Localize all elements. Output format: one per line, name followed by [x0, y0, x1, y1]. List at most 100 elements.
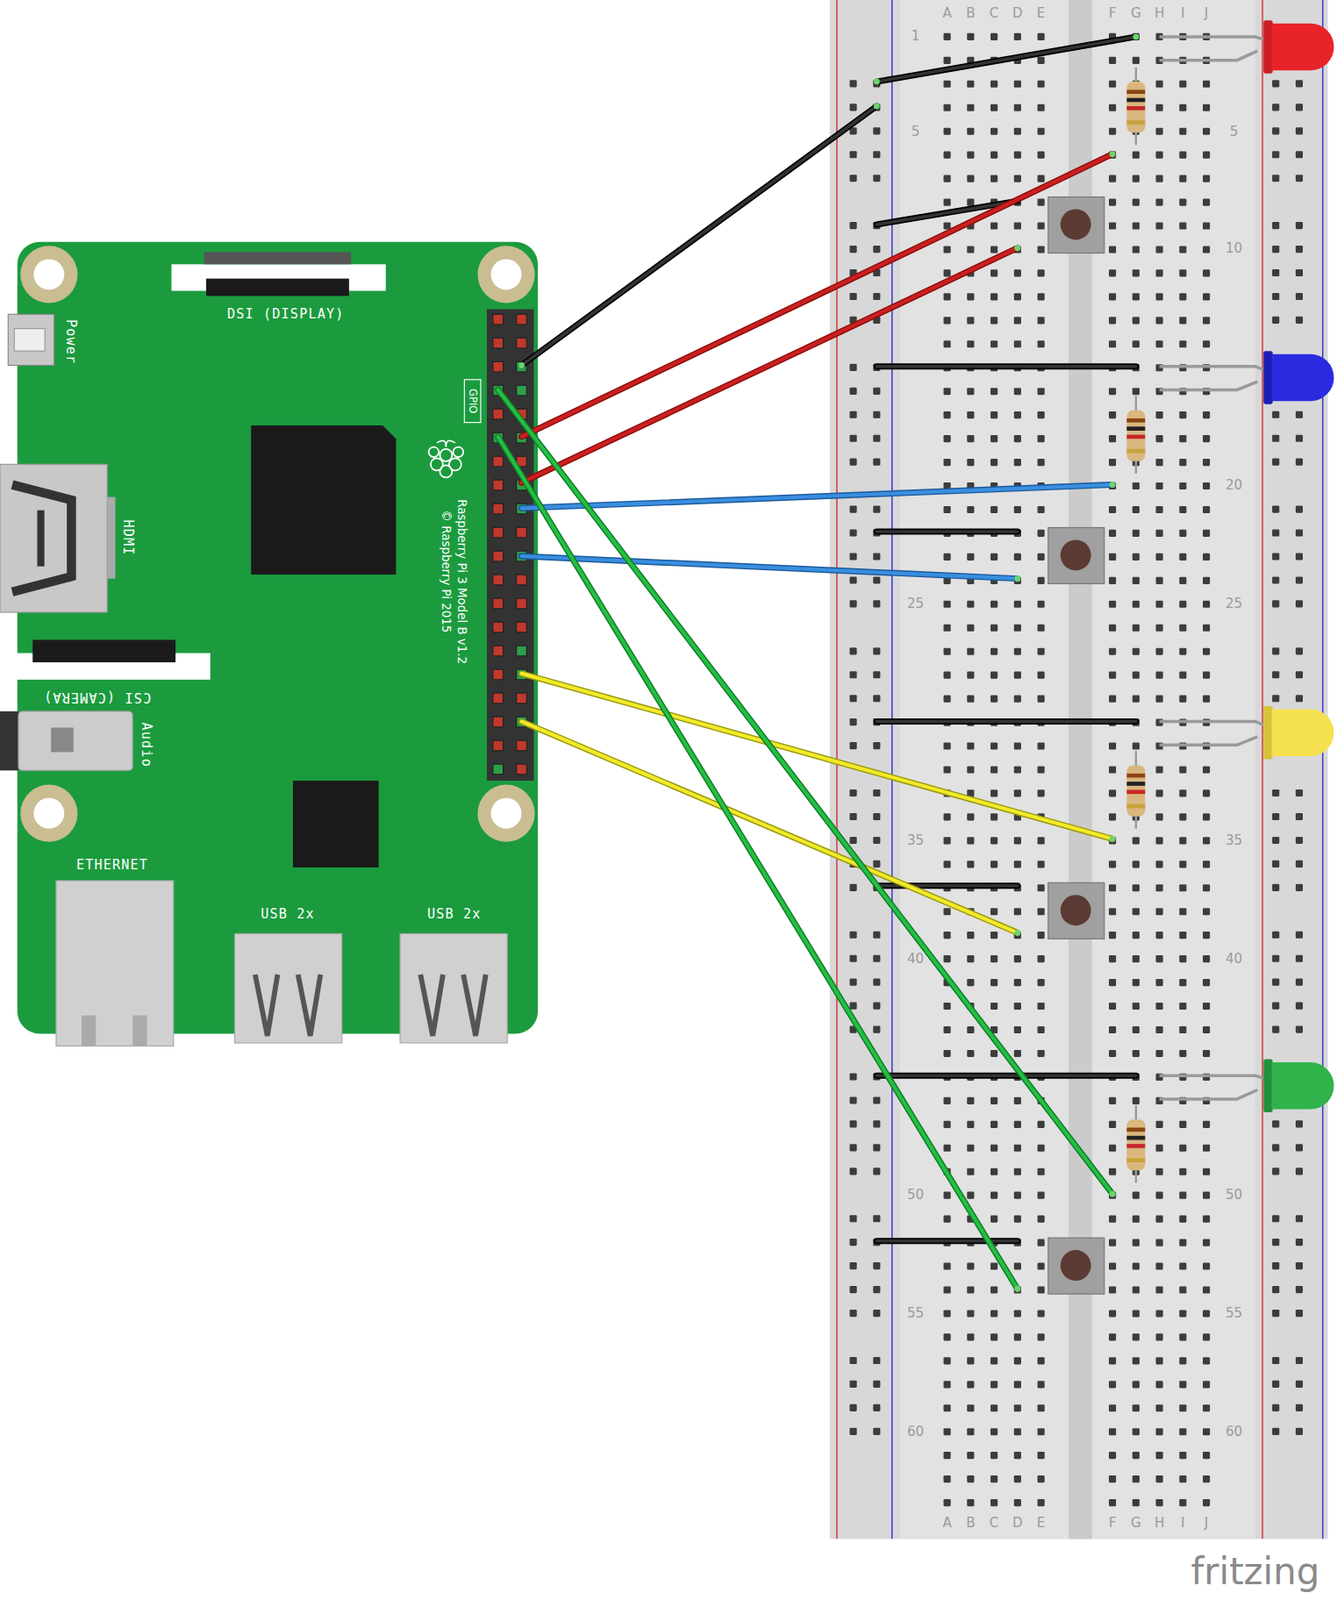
breadboard-hole — [1179, 529, 1187, 537]
rail-hole — [1272, 955, 1280, 963]
rail-hole — [849, 1002, 857, 1010]
rail-hole — [1295, 1428, 1303, 1436]
breadboard-hole — [1014, 1309, 1022, 1317]
breadboard-hole — [1108, 1333, 1116, 1341]
usb-port — [235, 933, 508, 1043]
breadboard-hole — [1179, 340, 1187, 348]
row-number: 25 — [1225, 596, 1243, 612]
rail-hole — [1295, 435, 1303, 443]
breadboard-hole — [1202, 458, 1210, 466]
breadboard-hole — [1132, 1428, 1140, 1436]
breadboard-hole — [1156, 577, 1164, 585]
breadboard-hole — [966, 1026, 974, 1034]
breadboard-hole — [1108, 1309, 1116, 1317]
breadboard-hole — [943, 1097, 951, 1105]
rail-hole — [849, 836, 857, 844]
ethernet-port — [132, 1015, 147, 1047]
breadboard-hole — [1014, 1026, 1022, 1034]
led — [1272, 354, 1335, 402]
wire-end — [1014, 575, 1021, 582]
breadboard-holes — [849, 33, 1303, 1507]
rail-hole — [849, 718, 857, 726]
rail-hole — [1295, 1357, 1303, 1365]
gpio-pin — [493, 503, 504, 515]
breadboard-hole — [1156, 458, 1164, 466]
wire — [876, 720, 1136, 723]
breadboard-hole — [1179, 198, 1187, 206]
rail-hole — [872, 671, 880, 679]
breadboard-hole — [966, 765, 974, 773]
rail-hole — [1295, 860, 1303, 868]
header-label: GPIO — [466, 388, 479, 415]
breadboard-hole — [1179, 245, 1187, 253]
breadboard-hole — [966, 1333, 974, 1341]
breadboard-hole — [1202, 1144, 1210, 1152]
breadboard-hole — [943, 269, 951, 277]
rail-hole — [1295, 789, 1303, 797]
breadboard-hole — [1156, 175, 1164, 183]
rail-hole — [872, 647, 880, 655]
rail-hole — [872, 435, 880, 443]
breadboard-hole — [1132, 908, 1140, 916]
wire — [498, 436, 1018, 1289]
breadboard-hole — [1132, 198, 1140, 206]
csi-connector — [14, 639, 210, 680]
breadboard-hole — [943, 695, 951, 703]
led-leg — [1159, 366, 1268, 372]
connector-label: DSI (DISPLAY) — [227, 307, 344, 322]
breadboard-hole — [966, 1357, 974, 1365]
breadboard-hole — [1037, 1309, 1045, 1317]
breadboard-hole — [1037, 1002, 1045, 1010]
gpio-pin — [493, 693, 504, 704]
breadboard-hole — [1156, 1050, 1164, 1058]
raspberry-logo — [439, 449, 452, 462]
breadboard-hole — [1156, 789, 1164, 797]
breadboard-hole — [1202, 813, 1210, 821]
breadboard-hole — [1202, 648, 1210, 656]
breadboard-hole — [1179, 648, 1187, 656]
breadboard-hole — [1014, 1451, 1022, 1459]
column-letter: F — [1108, 6, 1117, 22]
rail-hole — [849, 221, 857, 229]
breadboard-hole — [943, 506, 951, 514]
breadboard-hole — [1179, 1168, 1187, 1176]
rail-hole — [1272, 245, 1280, 253]
column-letter: G — [1130, 1516, 1142, 1532]
breadboard-hole — [966, 931, 974, 939]
breadboard-hole — [1037, 1286, 1045, 1294]
breadboard-hole — [943, 600, 951, 608]
rail-hole — [849, 1215, 857, 1223]
breadboard-hole — [943, 1451, 951, 1459]
breadboard-hole — [943, 1002, 951, 1010]
breadboard-hole — [966, 1309, 974, 1317]
push-button — [1048, 197, 1105, 1295]
breadboard-hole — [1014, 1428, 1022, 1436]
breadboard-hole — [990, 600, 998, 608]
breadboard-hole — [1014, 221, 1022, 229]
resistor — [1126, 410, 1145, 462]
rail-hole — [872, 694, 880, 702]
breadboard-hole — [1179, 765, 1187, 773]
rail-hole — [1272, 979, 1280, 987]
breadboard-hole — [1202, 293, 1210, 301]
rail-hole — [1272, 671, 1280, 679]
breadboard-hole — [1037, 411, 1045, 419]
breadboard-hole — [1108, 860, 1116, 868]
breadboard-hole — [1132, 57, 1140, 65]
breadboard-hole — [1132, 1097, 1140, 1105]
breadboard-hole — [966, 624, 974, 632]
breadboard-hole — [1014, 860, 1022, 868]
breadboard-hole — [1179, 1309, 1187, 1317]
breadboard-hole — [966, 1097, 974, 1105]
rail-hole — [849, 1428, 857, 1436]
row-number: 1 — [911, 29, 921, 45]
rail-hole — [1272, 1143, 1280, 1152]
breadboard-hole — [1156, 624, 1164, 632]
rail-hole — [872, 1120, 880, 1128]
resistor — [1126, 449, 1145, 454]
breadboard-hole — [990, 316, 998, 324]
breadboard-hole — [990, 1286, 998, 1294]
breadboard-hole — [943, 435, 951, 443]
wire — [521, 106, 877, 365]
